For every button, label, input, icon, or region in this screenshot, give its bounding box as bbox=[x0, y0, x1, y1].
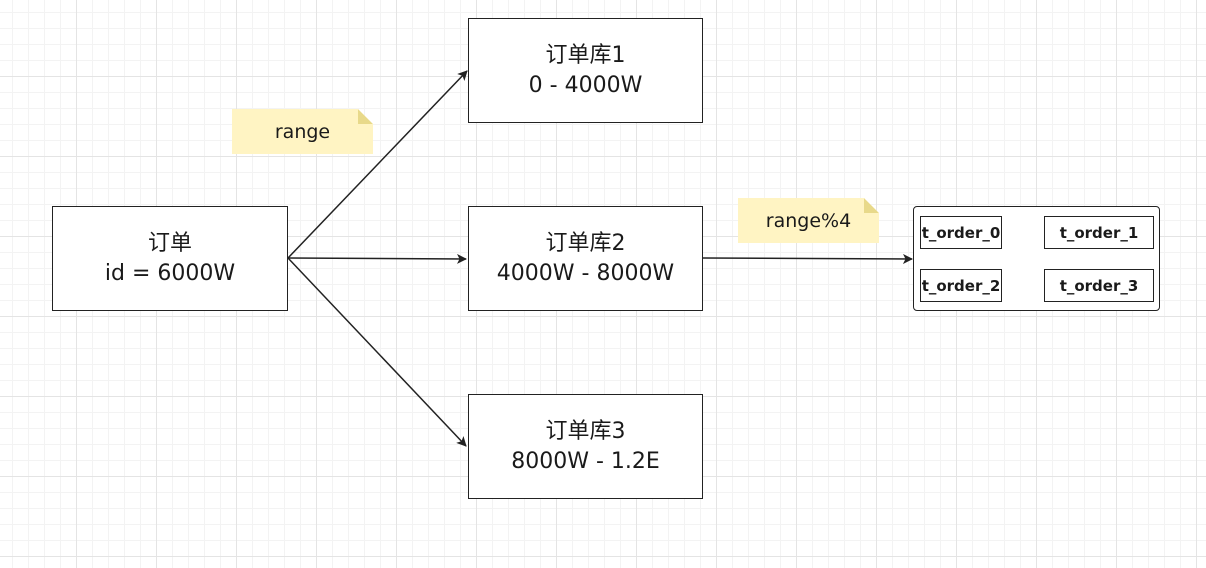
order-source-id: id = 6000W bbox=[104, 260, 236, 286]
arrow-to-tables bbox=[702, 253, 913, 264]
table-shard-1[interactable]: t_order_1 bbox=[1044, 216, 1154, 249]
order-source-title: 订单 bbox=[147, 230, 192, 256]
db-name: 订单库1 bbox=[545, 42, 626, 68]
table-rule-note[interactable]: range%4 bbox=[738, 198, 879, 243]
db-node-1[interactable]: 订单库1 0 - 4000W bbox=[468, 18, 703, 123]
table-shards-group[interactable]: t_order_0 t_order_1 t_order_2 t_order_3 bbox=[913, 206, 1160, 311]
db-range: 0 - 4000W bbox=[528, 72, 643, 98]
table-rule-label: range%4 bbox=[765, 209, 852, 232]
db-rule-label: range bbox=[274, 120, 331, 143]
db-name: 订单库2 bbox=[545, 230, 626, 256]
arrow-to-db3 bbox=[287, 257, 467, 447]
arrow-to-db1 bbox=[287, 70, 468, 259]
db-node-2[interactable]: 订单库2 4000W - 8000W bbox=[468, 206, 703, 311]
db-rule-note[interactable]: range bbox=[232, 109, 373, 154]
arrow-to-db2 bbox=[287, 253, 467, 264]
order-source-node[interactable]: 订单 id = 6000W bbox=[52, 206, 288, 311]
table-shard-3[interactable]: t_order_3 bbox=[1044, 269, 1154, 302]
table-shard-2[interactable]: t_order_2 bbox=[920, 269, 1002, 302]
table-shard-0[interactable]: t_order_0 bbox=[920, 216, 1002, 249]
db-node-3[interactable]: 订单库3 8000W - 1.2E bbox=[468, 394, 703, 499]
db-name: 订单库3 bbox=[545, 418, 626, 444]
db-range: 4000W - 8000W bbox=[496, 260, 675, 286]
db-range: 8000W - 1.2E bbox=[511, 448, 660, 474]
